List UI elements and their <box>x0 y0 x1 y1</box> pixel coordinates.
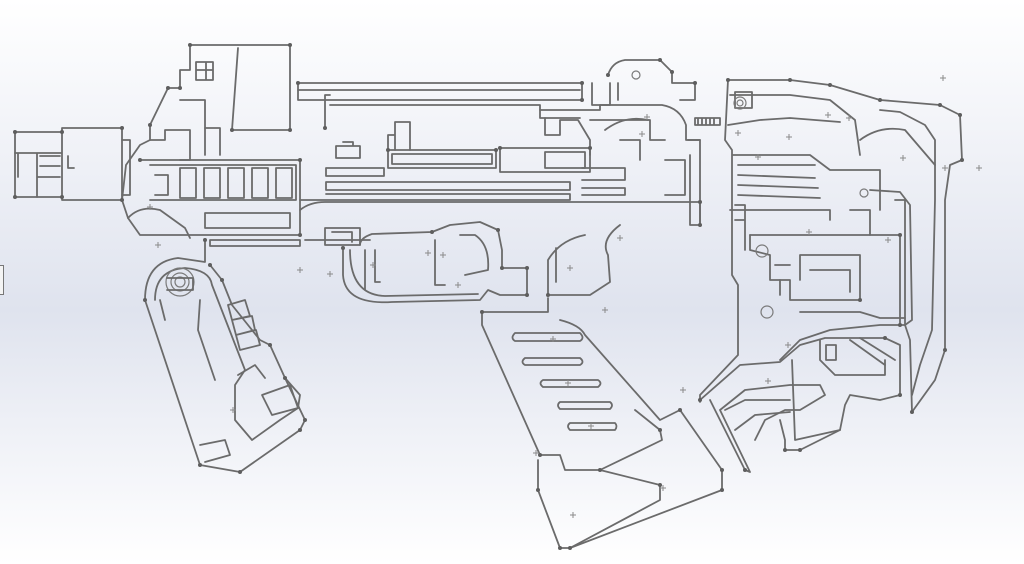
stock <box>144 239 306 473</box>
muzzle <box>14 127 131 201</box>
receiver <box>121 59 721 239</box>
trigger-guard <box>304 221 528 304</box>
front-grip <box>699 79 963 413</box>
rear-grip <box>699 337 901 473</box>
sketch-points <box>13 43 964 550</box>
foregrip <box>481 224 723 549</box>
construction-markers <box>147 75 982 518</box>
viewport-edge-handle[interactable] <box>0 265 4 295</box>
barrel-shroud <box>121 44 583 201</box>
